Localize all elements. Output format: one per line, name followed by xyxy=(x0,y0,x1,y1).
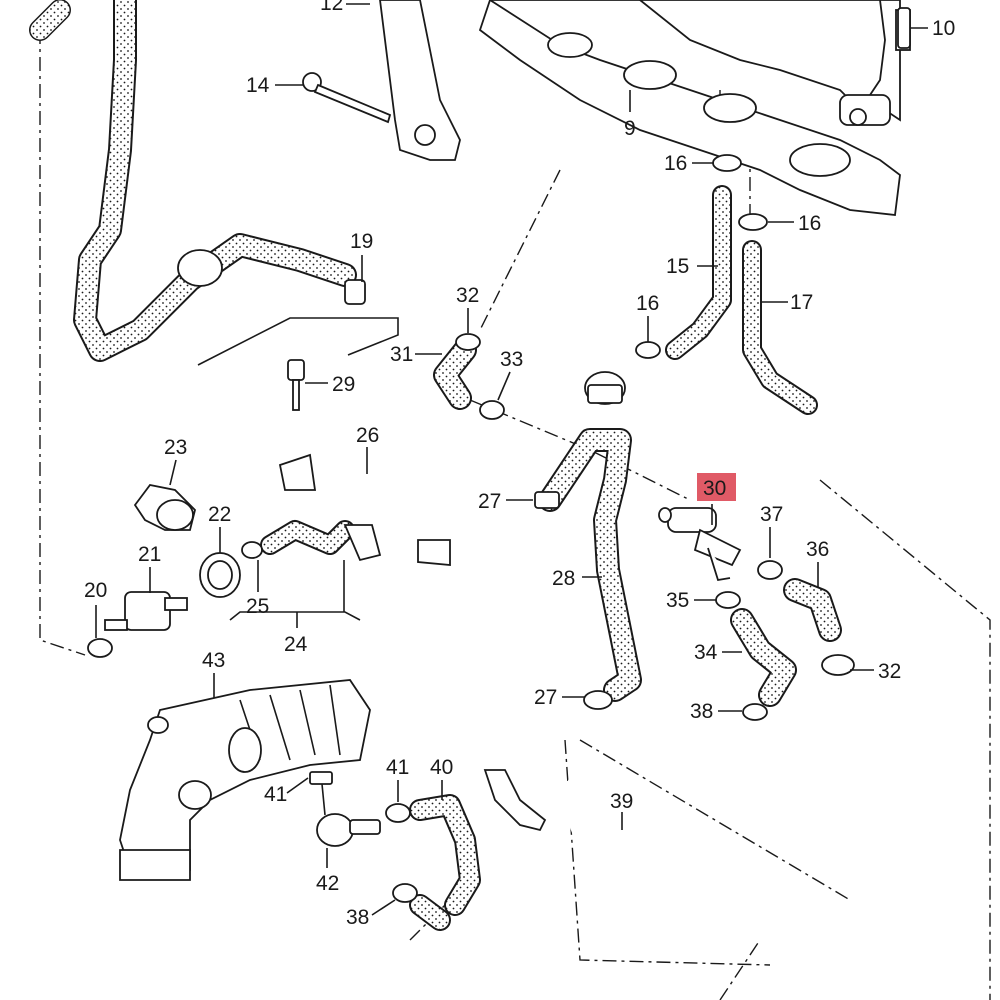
valve-30 xyxy=(658,507,742,582)
callout-40: 40 xyxy=(430,756,453,779)
callout-25: 25 xyxy=(246,595,269,618)
callout-17: 17 xyxy=(790,291,813,314)
bracket-outline xyxy=(197,317,399,366)
callout-27-upper: 27 xyxy=(478,490,501,513)
hose-34 xyxy=(715,591,797,721)
callout-42: 42 xyxy=(316,872,339,895)
callout-16-lower: 16 xyxy=(636,292,659,315)
pipe-26 xyxy=(206,374,549,566)
callout-32-top: 32 xyxy=(456,284,479,307)
bracket-12 xyxy=(379,0,461,161)
callout-39: 39 xyxy=(610,790,633,813)
callout-22: 22 xyxy=(208,503,231,526)
callout-19: 19 xyxy=(350,230,373,253)
hose-24 xyxy=(241,520,382,562)
valve-21 xyxy=(104,591,188,631)
valve-42 xyxy=(309,771,411,847)
callout-37: 37 xyxy=(760,503,783,526)
hose-15 xyxy=(665,185,732,360)
callout-labels: 12 10 14 9 16 16 19 15 17 32 16 31 33 29… xyxy=(84,0,955,929)
callout-12: 12 xyxy=(320,0,343,15)
hose-36 xyxy=(757,560,855,676)
callout-29: 29 xyxy=(332,373,355,396)
check-valve-19 xyxy=(177,249,366,305)
bolt-14 xyxy=(302,72,392,124)
callout-41-left: 41 xyxy=(264,783,287,806)
callout-38-right: 38 xyxy=(690,700,713,723)
callout-35: 35 xyxy=(666,589,689,612)
hose-left-top xyxy=(29,0,357,362)
callout-15: 15 xyxy=(666,255,689,278)
hose-17 xyxy=(742,240,818,415)
clamp-20 xyxy=(87,638,113,658)
clamps-16 xyxy=(635,154,768,359)
pipe-39 xyxy=(483,765,765,944)
callout-32-lower: 32 xyxy=(878,660,901,683)
callout-41-top: 41 xyxy=(386,756,409,779)
callout-20: 20 xyxy=(84,579,107,602)
callout-43: 43 xyxy=(202,649,225,672)
callout-14: 14 xyxy=(246,74,270,97)
callout-28: 28 xyxy=(552,567,575,590)
hose-40 xyxy=(392,794,481,931)
clamp-23 xyxy=(133,484,196,531)
callout-16-right: 16 xyxy=(798,212,821,235)
hose-31 xyxy=(433,333,505,420)
highlight-box xyxy=(697,473,736,501)
manifold-gasket xyxy=(478,0,901,216)
ring-22 xyxy=(199,552,241,598)
callout-24: 24 xyxy=(284,633,308,656)
air-duct-43 xyxy=(119,679,371,881)
callout-36: 36 xyxy=(806,538,829,561)
callout-10: 10 xyxy=(932,17,955,40)
callout-31: 31 xyxy=(390,343,413,366)
callout-23: 23 xyxy=(164,436,187,459)
pressure-regulator xyxy=(584,371,626,405)
bolt-29 xyxy=(287,359,305,411)
callout-34: 34 xyxy=(694,641,718,664)
callout-30: 30 xyxy=(703,477,726,500)
callout-26: 26 xyxy=(356,424,379,447)
callout-9: 9 xyxy=(624,117,636,140)
callout-27-lower: 27 xyxy=(534,686,557,709)
leader-lines xyxy=(95,3,928,916)
bolt-10 xyxy=(897,7,911,49)
callout-21: 21 xyxy=(138,543,161,566)
callout-16-top: 16 xyxy=(664,152,687,175)
callout-38-lower: 38 xyxy=(346,906,369,929)
hose-28 xyxy=(534,428,642,710)
callout-33: 33 xyxy=(500,348,523,371)
